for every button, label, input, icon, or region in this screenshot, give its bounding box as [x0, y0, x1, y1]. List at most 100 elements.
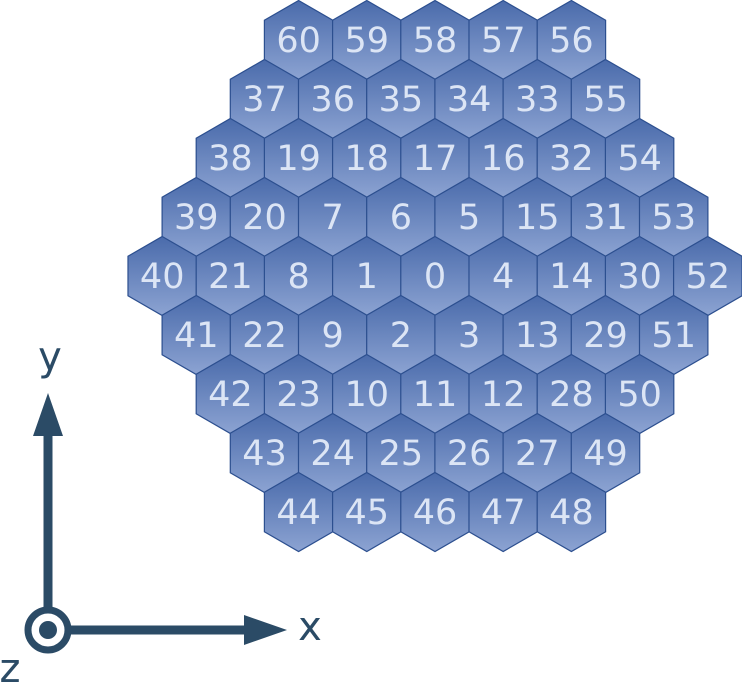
hex-number-label: 39: [174, 198, 219, 238]
x-axis-label: x: [298, 604, 322, 650]
hex-cell-51: 51: [638, 294, 709, 376]
hex-number-label: 27: [515, 434, 560, 474]
hex-cell-27: 27: [502, 412, 573, 494]
hex-number-label: 56: [549, 21, 594, 61]
hex-cell-42: 42: [195, 353, 266, 435]
hex-number-label: 5: [458, 198, 480, 238]
hex-number-label: 31: [583, 198, 628, 238]
hex-cell-5: 5: [434, 176, 504, 258]
hex-cell-30: 30: [604, 235, 675, 317]
hex-cell-16: 16: [468, 117, 539, 199]
hex-cell-7: 7: [297, 176, 368, 258]
hex-cell-50: 50: [604, 353, 675, 435]
hex-number-label: 25: [379, 434, 424, 474]
hex-cell-34: 34: [434, 58, 504, 140]
hex-cell-12: 12: [468, 353, 539, 435]
hex-cell-60: 60: [263, 0, 334, 81]
hex-cell-17: 17: [400, 117, 470, 199]
hex-number-label: 13: [515, 316, 560, 356]
hex-cell-44: 44: [263, 471, 334, 553]
hex-cell-49: 49: [570, 412, 641, 494]
hex-number-label: 58: [413, 21, 458, 61]
hex-number-label: 30: [617, 257, 662, 297]
hex-number-label: 48: [549, 493, 594, 533]
hex-cell-40: 40: [127, 235, 198, 317]
hex-number-label: 22: [242, 316, 287, 356]
hex-number-label: 46: [413, 493, 458, 533]
hex-cell-2: 2: [366, 294, 436, 376]
hex-number-label: 57: [481, 21, 526, 61]
hex-cell-35: 35: [366, 58, 436, 140]
hex-number-label: 42: [208, 375, 253, 415]
hex-cell-11: 11: [400, 353, 470, 435]
hex-number-label: 6: [390, 198, 412, 238]
hex-number-label: 52: [686, 257, 731, 297]
hex-number-label: 12: [481, 375, 526, 415]
hex-number-label: 28: [549, 375, 594, 415]
hex-number-label: 17: [413, 139, 458, 179]
hex-number-label: 2: [390, 316, 412, 356]
y-axis-label: y: [38, 334, 62, 380]
hex-number-label: 8: [287, 257, 309, 297]
hex-cell-45: 45: [331, 471, 402, 553]
hex-number-label: 49: [583, 434, 628, 474]
hex-number-label: 10: [345, 375, 390, 415]
hex-number-label: 54: [617, 139, 662, 179]
hex-cell-4: 4: [468, 235, 539, 317]
hex-cell-25: 25: [366, 412, 436, 494]
hex-cell-23: 23: [263, 353, 334, 435]
hex-number-label: 26: [447, 434, 492, 474]
hex-number-label: 36: [310, 80, 355, 120]
hex-number-label: 37: [242, 80, 287, 120]
z-axis-out-of-page-dot: [39, 621, 57, 639]
hex-cell-21: 21: [195, 235, 266, 317]
hex-number-label: 59: [345, 21, 390, 61]
z-axis-label: z: [0, 646, 21, 688]
hex-cell-46: 46: [400, 471, 470, 553]
hex-number-label: 21: [208, 257, 253, 297]
hex-number-label: 4: [492, 257, 514, 297]
y-axis-arrowhead: [33, 393, 63, 436]
hex-number-label: 41: [174, 316, 219, 356]
hex-cell-48: 48: [536, 471, 607, 553]
hex-cell-56: 56: [536, 0, 607, 81]
hex-number-label: 55: [583, 80, 628, 120]
hex-number-label: 50: [617, 375, 662, 415]
hex-cell-1: 1: [331, 235, 402, 317]
hex-cell-39: 39: [161, 176, 232, 258]
coordinate-axes: y x z: [0, 334, 322, 688]
hex-cell-54: 54: [604, 117, 675, 199]
hex-number-label: 35: [379, 80, 424, 120]
hex-number-label: 3: [458, 316, 480, 356]
hex-number-label: 45: [345, 493, 390, 533]
hex-number-label: 32: [549, 139, 594, 179]
hex-number-label: 23: [276, 375, 321, 415]
x-axis-arrowhead: [244, 615, 287, 645]
hex-number-label: 40: [140, 257, 185, 297]
hex-number-label: 43: [242, 434, 287, 474]
hex-cell-43: 43: [229, 412, 300, 494]
hex-cell-15: 15: [502, 176, 573, 258]
hex-number-label: 20: [242, 198, 287, 238]
hex-cell-18: 18: [331, 117, 402, 199]
hex-number-label: 7: [322, 198, 344, 238]
hex-number-label: 47: [481, 493, 526, 533]
hex-number-label: 16: [481, 139, 526, 179]
hex-cell-22: 22: [229, 294, 300, 376]
hex-cell-10: 10: [331, 353, 402, 435]
hex-number-label: 11: [413, 375, 458, 415]
hex-cell-59: 59: [331, 0, 402, 81]
hex-number-label: 44: [276, 493, 321, 533]
hexagon: [536, 471, 607, 553]
hex-cell-53: 53: [638, 176, 709, 258]
hex-number-label: 18: [345, 139, 390, 179]
hex-cell-33: 33: [502, 58, 573, 140]
hex-number-label: 14: [549, 257, 594, 297]
hex-number-label: 60: [276, 21, 321, 61]
hex-number-label: 15: [515, 198, 560, 238]
hex-number-label: 34: [447, 80, 492, 120]
hex-cell-36: 36: [297, 58, 368, 140]
hex-number-label: 1: [356, 257, 378, 297]
